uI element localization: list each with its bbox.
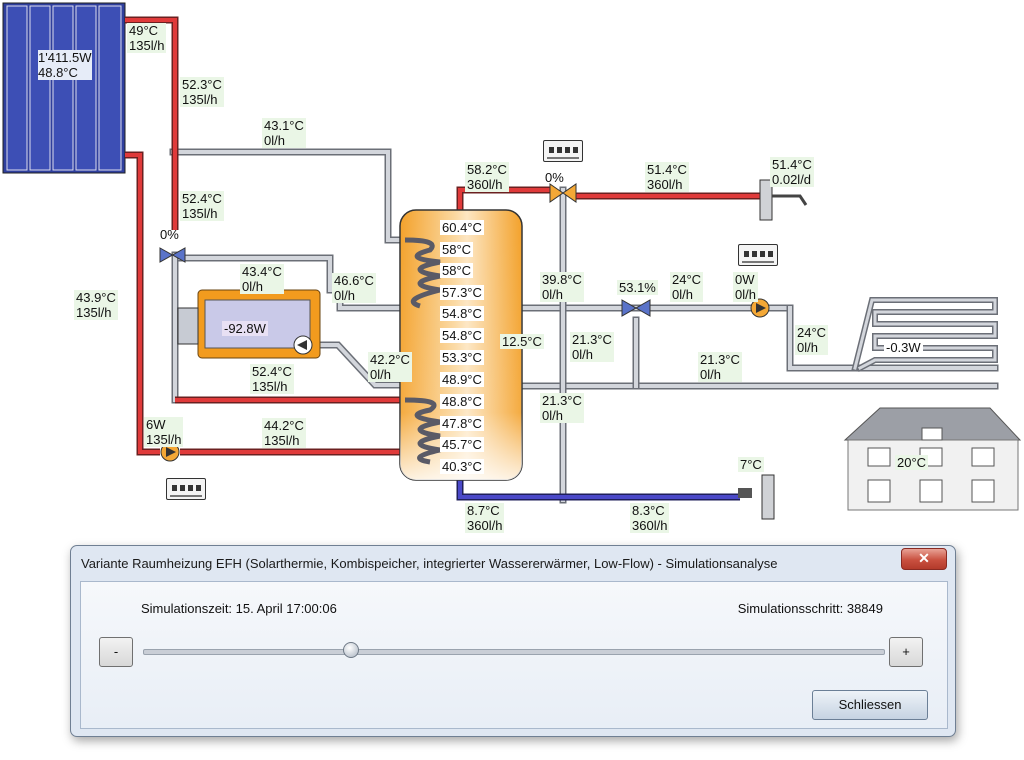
collector-readout: 1'411.5W 48.8°C bbox=[38, 50, 92, 80]
tank-layer-temp: 47.8°C bbox=[440, 416, 484, 431]
tank-layer-temp: 53.3°C bbox=[440, 350, 484, 365]
tank-layer-temp: 54.8°C bbox=[440, 306, 484, 321]
tank-layer-temp: 54.8°C bbox=[440, 328, 484, 343]
pump-boiler bbox=[293, 335, 313, 355]
tank-layer-temp: 48.8°C bbox=[440, 394, 484, 409]
tank-layer-temp: 57.3°C bbox=[440, 285, 484, 300]
flow-label: 52.4°C 135l/h bbox=[180, 191, 224, 221]
pump-solar bbox=[160, 442, 180, 462]
flow-label: 43.1°C 0l/h bbox=[262, 118, 306, 148]
valve-position: 53.1% bbox=[617, 280, 658, 295]
flow-label: 6W 135l/h bbox=[144, 417, 184, 447]
time-slider-track[interactable] bbox=[143, 649, 885, 655]
system-diagram: 1'411.5W 48.8°C 49°C 135l/h 52.3°C 135l/… bbox=[2, 2, 1022, 533]
collector-power: 1'411.5W bbox=[38, 50, 92, 65]
flow-label: 43.9°C 135l/h bbox=[74, 290, 118, 320]
flow-label: 0W 0l/h bbox=[733, 272, 758, 302]
flow-label: 42.2°C 0l/h bbox=[368, 352, 412, 382]
flow-label: 43.4°C 0l/h bbox=[240, 264, 284, 294]
step-forward-button[interactable]: + bbox=[889, 637, 923, 667]
flow-label: 49°C 135l/h bbox=[127, 23, 167, 53]
flow-label: 8.3°C 360l/h bbox=[630, 503, 670, 533]
pipe-diagram bbox=[2, 2, 1022, 520]
close-button[interactable]: Schliessen bbox=[812, 690, 928, 720]
tank-layer-temp: 48.9°C bbox=[440, 372, 484, 387]
time-slider-thumb[interactable] bbox=[343, 642, 360, 658]
tank-layer-temp: 58°C bbox=[440, 242, 474, 257]
valve-position: 0% bbox=[545, 170, 564, 185]
meter-icon bbox=[166, 478, 206, 500]
meter-icon bbox=[738, 244, 778, 266]
cold-water-inlet bbox=[738, 474, 775, 520]
tank-layer-temp: 40.3°C bbox=[440, 459, 484, 474]
flow-label: 58.2°C 360l/h bbox=[465, 162, 509, 192]
tank-layer-temp: 58°C bbox=[440, 263, 474, 278]
valve-dhw bbox=[549, 183, 577, 203]
meter-icon bbox=[543, 140, 583, 162]
dialog-titlebar[interactable]: Variante Raumheizung EFH (Solarthermie, … bbox=[71, 546, 955, 580]
flow-label: 51.4°C 0.02l/d bbox=[770, 157, 814, 187]
close-icon[interactable]: ✕ bbox=[901, 548, 947, 570]
flow-label: 46.6°C 0l/h bbox=[332, 273, 376, 303]
simulation-time: Simulationszeit: 15. April 17:00:06 bbox=[141, 601, 337, 616]
hot-water-tap bbox=[759, 179, 808, 221]
flow-label: 52.4°C 135l/h bbox=[250, 364, 294, 394]
solar-collector bbox=[2, 2, 126, 174]
flow-label: 24°C 0l/h bbox=[795, 325, 829, 355]
boiler-power: -92.8W bbox=[222, 321, 268, 336]
pipes-cold bbox=[456, 478, 740, 501]
valve-heating bbox=[621, 299, 651, 317]
valve-position: 0% bbox=[160, 227, 179, 242]
flow-label: 8.7°C 360l/h bbox=[465, 503, 505, 533]
pump-heating bbox=[750, 298, 770, 318]
pipes-hot bbox=[125, 16, 760, 456]
flow-label: 12.5°C bbox=[500, 334, 544, 349]
step-back-button[interactable]: - bbox=[99, 637, 133, 667]
storage-tank bbox=[399, 209, 523, 481]
house bbox=[843, 407, 1022, 511]
flow-label: 21.3°C 0l/h bbox=[698, 352, 742, 382]
collector-temp: 48.8°C bbox=[38, 65, 78, 80]
cold-water-temp: 7°C bbox=[738, 457, 764, 472]
simulation-dialog: Variante Raumheizung EFH (Solarthermie, … bbox=[70, 545, 956, 737]
flow-label: 21.3°C 0l/h bbox=[570, 332, 614, 362]
dialog-title: Variante Raumheizung EFH (Solarthermie, … bbox=[81, 556, 778, 571]
flow-label: 44.2°C 135l/h bbox=[262, 418, 306, 448]
dialog-body: Simulationszeit: 15. April 17:00:06 Simu… bbox=[80, 581, 948, 729]
flow-label: 39.8°C 0l/h bbox=[540, 272, 584, 302]
tank-layer-temp: 45.7°C bbox=[440, 437, 484, 452]
floor-heating-power: -0.3W bbox=[884, 340, 923, 355]
flow-label: 21.3°C 0l/h bbox=[540, 393, 584, 423]
flow-label: 51.4°C 360l/h bbox=[645, 162, 689, 192]
flow-label: 24°C 0l/h bbox=[670, 272, 704, 302]
tank-layer-temp: 60.4°C bbox=[440, 220, 484, 235]
valve-solar bbox=[159, 247, 186, 263]
simulation-step: Simulationsschritt: 38849 bbox=[737, 601, 883, 616]
pipes-neutral bbox=[169, 148, 999, 504]
room-temp: 20°C bbox=[895, 455, 929, 470]
flow-label: 52.3°C 135l/h bbox=[180, 77, 224, 107]
